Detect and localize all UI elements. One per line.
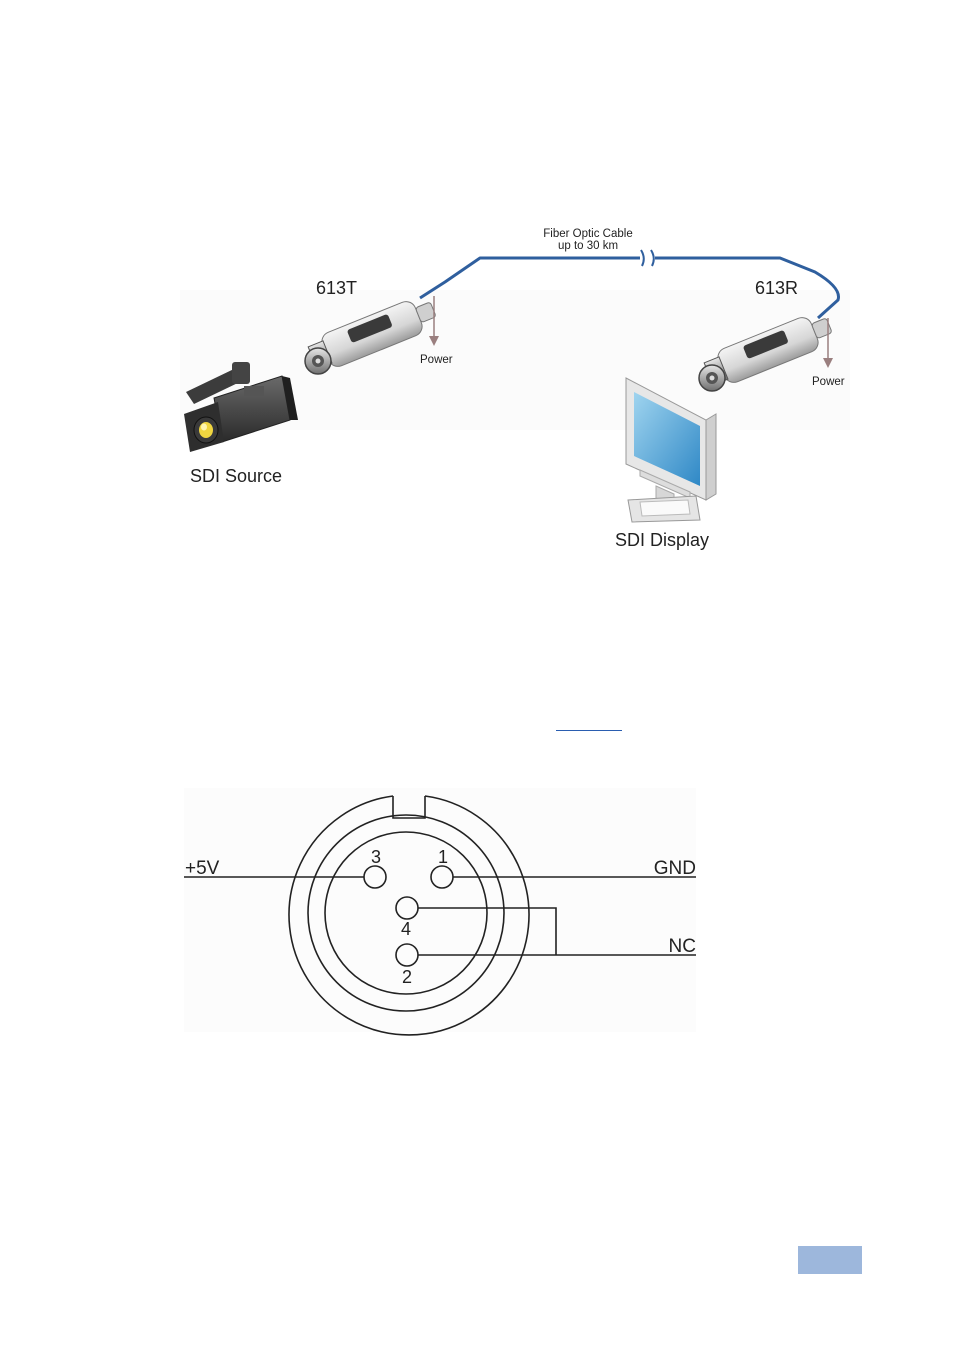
- transmitter-label: 613T: [316, 278, 357, 298]
- sdi-display-label: SDI Display: [615, 530, 709, 550]
- power-arrow-tx-icon: [429, 296, 439, 346]
- plus5v-label: +5V: [185, 858, 220, 879]
- transmitter-613t: [304, 301, 436, 375]
- power-connector-diagram: [184, 795, 696, 1036]
- hyperlink-underline[interactable]: [556, 730, 622, 731]
- monitor-icon: [625, 377, 717, 523]
- power-label-tx: Power: [420, 354, 453, 366]
- cable-label-line2: up to 30 km: [558, 240, 618, 252]
- page-number-tab: [798, 1246, 862, 1274]
- receiver-label: 613R: [755, 278, 798, 298]
- sdi-source-label: SDI Source: [190, 466, 282, 486]
- power-label-rx: Power: [812, 376, 845, 388]
- gnd-label: GND: [654, 858, 696, 879]
- cable-break-icon: [640, 249, 655, 267]
- power-arrow-rx-icon: [823, 318, 833, 368]
- pin-3-label: 3: [371, 847, 381, 867]
- cable-label-line1: Fiber Optic Cable: [543, 228, 632, 240]
- pin-1-label: 1: [438, 847, 448, 867]
- receiver-613r: [698, 317, 832, 392]
- pin-4-label: 4: [401, 919, 411, 939]
- nc-label: NC: [669, 936, 696, 957]
- wire-pin4: [418, 907, 557, 955]
- fiber-optic-cable: [419, 256, 841, 320]
- camcorder-icon: [184, 362, 298, 452]
- connector-background: [184, 788, 696, 1032]
- pin-2-label: 2: [402, 967, 412, 987]
